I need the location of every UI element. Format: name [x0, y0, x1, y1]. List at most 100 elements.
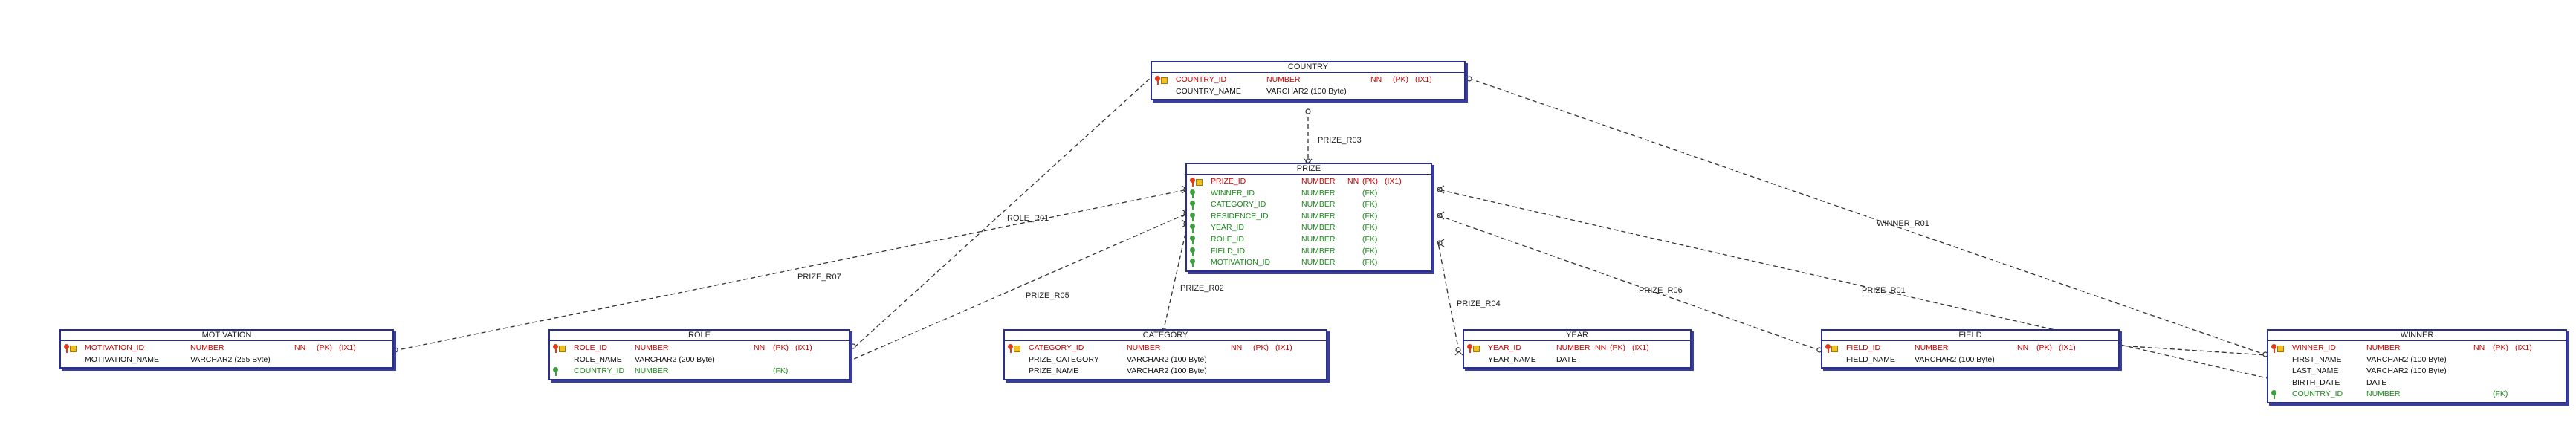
column-key-flag: (PK) [317, 343, 332, 352]
column-index-flag: (IX1) [795, 343, 812, 352]
column-name: LAST_NAME [2292, 366, 2339, 376]
column-type: DATE [2366, 377, 2387, 387]
foreign-key-icon [553, 367, 565, 377]
column-type: VARCHAR2 (100 Byte) [2366, 366, 2447, 376]
column-key-flag: (PK) [1393, 75, 1408, 84]
foreign-key-icon [1190, 212, 1202, 221]
relation-label-prize-r04: PRIZE_R04 [1457, 299, 1501, 308]
column-index-flag: (IX1) [1632, 343, 1649, 352]
entity-title: PRIZE [1187, 164, 1431, 175]
column-name: COUNTRY_ID [574, 366, 625, 376]
relation-label-prize-r02: PRIZE_R02 [1180, 284, 1224, 293]
column-name: FIELD_ID [1211, 246, 1246, 256]
column-name: YEAR_NAME [1488, 354, 1536, 364]
column-type: VARCHAR2 (100 Byte) [1127, 366, 1207, 376]
foreign-key-icon [2271, 390, 2283, 400]
foreign-key-icon [1190, 189, 1202, 198]
primary-key-icon [1155, 76, 1168, 85]
column-key-flag: (FK) [1362, 234, 1378, 244]
entity-title: WINNER [2268, 331, 2566, 341]
relation-label-prize-r06: PRIZE_R06 [1639, 286, 1683, 295]
line-prize-r06 [1437, 215, 1822, 351]
column-row[interactable]: LAST_NAME VARCHAR2 (100 Byte) [2271, 366, 2563, 377]
column-key-flag: (PK) [2036, 343, 2052, 352]
column-not-null: NN [2017, 343, 2029, 352]
column-row[interactable]: FIELD_ID NUMBER (FK) [1190, 246, 1428, 258]
column-key-flag: (FK) [1362, 246, 1378, 256]
column-type: NUMBER [1301, 234, 1336, 244]
column-type: VARCHAR2 (100 Byte) [1127, 354, 1207, 364]
primary-key-icon [2271, 344, 2284, 353]
column-key-flag: (PK) [1362, 177, 1378, 186]
column-name: COUNTRY_ID [2292, 389, 2343, 399]
column-not-null: NN [2473, 343, 2485, 352]
column-type: NUMBER [1266, 75, 1301, 84]
column-key-flag: (FK) [1362, 223, 1378, 233]
column-type: NUMBER [2366, 343, 2401, 352]
column-name: ROLE_NAME [574, 354, 622, 364]
column-key-flag: (FK) [773, 366, 789, 376]
primary-key-icon [64, 344, 77, 353]
column-name: PRIZE_CATEGORY [1029, 354, 1099, 364]
relation-label-prize-r03: PRIZE_R03 [1318, 136, 1362, 145]
column-name: WINNER_ID [2292, 343, 2336, 352]
column-type: NUMBER [1301, 211, 1336, 221]
column-index-flag: (IX1) [1385, 177, 1402, 186]
column-type: NUMBER [1301, 246, 1336, 256]
column-type: NUMBER [1556, 343, 1590, 352]
column-type: VARCHAR2 (100 Byte) [1266, 86, 1347, 96]
entity-title: FIELD [1822, 331, 2118, 341]
column-type: NUMBER [1301, 177, 1336, 186]
column-name: PRIZE_ID [1211, 177, 1246, 186]
entity-title: YEAR [1464, 331, 1690, 341]
column-key-flag: (FK) [2493, 389, 2508, 399]
column-name: CATEGORY_ID [1029, 343, 1084, 352]
column-index-flag: (IX1) [2515, 343, 2532, 352]
entity-title: MOTIVATION [61, 331, 392, 341]
column-row[interactable]: PRIZE_CATEGORY VARCHAR2 (100 Byte) [1008, 354, 1323, 366]
line-winner-r01 [1467, 77, 2268, 356]
line-field-winner [2117, 345, 2268, 356]
line-prize-r02 [1162, 223, 1188, 333]
column-not-null: NN [754, 343, 766, 352]
column-type: NUMBER [635, 343, 669, 352]
column-name: MOTIVATION_ID [1211, 258, 1271, 268]
column-name: FIELD_NAME [1846, 354, 1895, 364]
primary-key-icon [1825, 344, 1838, 353]
column-not-null: NN [1370, 75, 1382, 84]
column-name: CATEGORY_ID [1211, 200, 1266, 210]
relation-label-prize-r05: PRIZE_R05 [1026, 291, 1069, 300]
